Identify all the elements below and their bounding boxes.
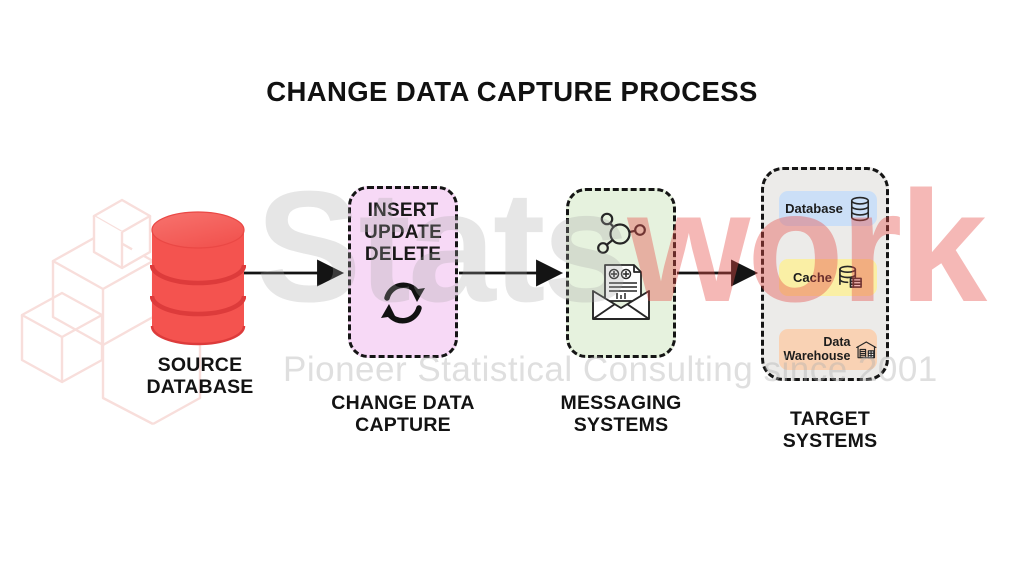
database-icon (850, 196, 869, 221)
cdc-operations: INSERT UPDATE DELETE (351, 189, 455, 266)
cache-icon (839, 265, 862, 288)
messaging-systems-node (566, 188, 676, 358)
change-data-capture-node: INSERT UPDATE DELETE (348, 186, 458, 358)
sync-icon (381, 282, 425, 324)
operation-insert: INSERT (367, 200, 439, 221)
page-title: CHANGE DATA CAPTURE PROCESS (266, 76, 758, 107)
envelope-document-icon (592, 264, 650, 320)
target-systems-label: TARGET SYSTEMS (752, 408, 908, 453)
cdc-label-line1: CHANGE DATA (331, 392, 475, 414)
target-item-data-warehouse: Data Warehouse (779, 329, 877, 370)
target-label-line2: SYSTEMS (782, 429, 878, 452)
database-cylinder-icon (150, 211, 246, 346)
change-data-capture-label: CHANGE DATA CAPTURE (325, 392, 481, 437)
target-systems-node: Database Cache (761, 167, 889, 381)
source-label-line2: DATABASE (146, 375, 254, 398)
target-item-data-warehouse-label: Data Warehouse (783, 334, 851, 363)
source-database-label: SOURCE DATABASE (105, 354, 295, 399)
warehouse-icon (856, 341, 877, 359)
molecule-icon (597, 212, 646, 254)
operation-update: UPDATE (364, 222, 442, 244)
messaging-label-line1: MESSAGING (560, 392, 682, 414)
target-item-database-label: Database (785, 201, 843, 216)
target-item-cache-label: Cache (792, 270, 833, 285)
source-label-line1: SOURCE (157, 354, 243, 376)
messaging-label-line2: SYSTEMS (573, 413, 669, 436)
cdc-label-line2: CAPTURE (355, 413, 451, 436)
operation-delete: DELETE (364, 244, 442, 266)
messaging-systems-label: MESSAGING SYSTEMS (543, 392, 699, 437)
target-item-cache: Cache (779, 259, 877, 296)
target-item-database: Database (779, 191, 877, 226)
target-label-line1: TARGET (790, 408, 870, 430)
